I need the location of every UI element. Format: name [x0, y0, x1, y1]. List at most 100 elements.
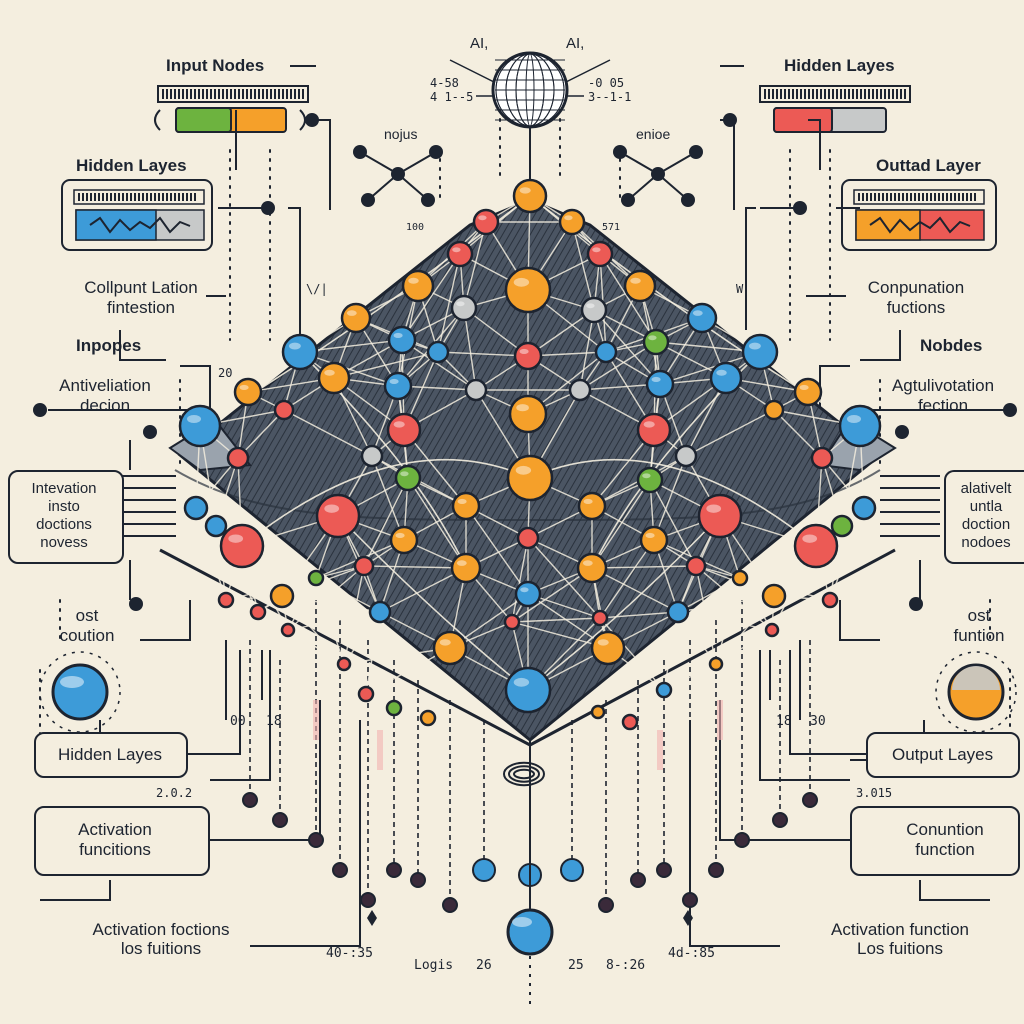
barcode-tick — [90, 193, 92, 201]
globe-line-left — [449, 59, 495, 83]
barcode-tick — [206, 89, 208, 99]
antiveliation-label: Antiveliation decion — [59, 376, 151, 415]
network-node — [307, 569, 325, 587]
network-node — [273, 399, 295, 421]
node-highlight — [389, 378, 399, 385]
network-curve-edge — [527, 515, 721, 691]
connector-line — [250, 720, 361, 947]
conuntion-box — [850, 806, 1020, 876]
dangling-node — [386, 862, 402, 878]
dangling-node — [802, 792, 818, 808]
network-edge — [225, 577, 317, 601]
network-edge — [591, 567, 679, 613]
network-edge — [599, 611, 679, 619]
network-edge — [773, 409, 823, 459]
barcode-tick — [958, 193, 960, 201]
molecule-icon-left — [353, 145, 443, 207]
input-nodes-label: Input Nodes — [166, 56, 265, 75]
dangling-node — [560, 858, 584, 882]
barcode-tick — [278, 89, 280, 99]
network-edge — [821, 457, 843, 527]
barcode-tick — [174, 89, 176, 99]
barcode-tick — [906, 193, 908, 201]
network-edge — [677, 611, 773, 631]
network-edge — [281, 595, 345, 665]
dangling-node — [360, 892, 376, 908]
network-node — [709, 361, 743, 395]
network-edge — [829, 507, 865, 601]
network-edge — [599, 539, 655, 619]
barcode-tick — [926, 193, 928, 201]
node-highlight — [716, 369, 727, 376]
network-edge — [333, 351, 439, 379]
collpunt-label: Collpunt Lation fintestion — [84, 278, 198, 317]
network-node — [741, 333, 779, 371]
barcode-tick — [954, 193, 956, 201]
network-edge — [343, 565, 365, 665]
right-sphere-orbit — [935, 651, 1017, 733]
node-highlight — [706, 504, 722, 513]
barcode-tick — [852, 89, 854, 99]
node-highlight — [582, 560, 593, 566]
network-node — [183, 495, 209, 521]
network-node — [636, 412, 672, 448]
connector-line — [808, 119, 821, 170]
barcode-tick — [170, 89, 172, 99]
barcode-tick — [812, 89, 814, 99]
activation-foctions-label: Activation foctions los fuitions — [92, 920, 230, 958]
barcode-tick — [298, 89, 300, 99]
connector-endpoint — [909, 597, 923, 611]
network-node — [838, 404, 882, 448]
num-right-18: 18 — [776, 714, 792, 729]
num-right-30: 30 — [810, 714, 826, 729]
network-node — [763, 399, 785, 421]
network-node — [636, 466, 664, 494]
network-edge — [685, 409, 775, 457]
num-left-00: 00 — [230, 714, 246, 729]
network-edge — [281, 595, 381, 613]
molecule-atom — [651, 167, 665, 181]
num-bottom-40: 40-:35 — [326, 946, 373, 961]
molecule-atom — [681, 193, 695, 207]
hidden-layes-bottom-box — [34, 732, 188, 778]
barcode-tick — [886, 193, 888, 201]
num-bottom-826: 8-:26 — [606, 958, 646, 973]
network-node — [503, 613, 521, 631]
network-node — [450, 552, 482, 584]
barcode-tick — [816, 89, 818, 99]
barcode-tick — [800, 89, 802, 99]
num-left-18: 18 — [266, 714, 282, 729]
mesh-inner-curve — [174, 469, 881, 521]
network-node — [590, 704, 606, 720]
diamond-marker — [367, 910, 377, 926]
barcode-tick — [266, 89, 268, 99]
connector-line — [40, 880, 111, 901]
drip-accent — [377, 730, 383, 770]
left-waveform — [89, 216, 191, 234]
barcode-tick — [170, 193, 172, 201]
barcode-tick — [214, 89, 216, 99]
node-highlight — [478, 215, 487, 221]
network-node — [226, 446, 250, 470]
network-edge — [663, 611, 679, 691]
connector-endpoint — [895, 425, 909, 439]
network-node — [580, 296, 608, 324]
barcode-tick — [768, 89, 770, 99]
barcode-tick — [194, 89, 196, 99]
barcode-tick — [110, 193, 112, 201]
molecule-bond — [397, 151, 437, 175]
inpopes-label: Inpopes — [76, 336, 142, 355]
network-edge — [599, 253, 657, 343]
connector-endpoint — [305, 113, 319, 127]
barcode-tick — [824, 89, 826, 99]
network-edge — [599, 617, 665, 691]
connector-line — [759, 650, 850, 781]
barcode-tick — [142, 193, 144, 201]
barcode-tick — [118, 193, 120, 201]
network-curve-edge — [337, 515, 529, 691]
node-highlight — [239, 384, 249, 391]
connector-line — [140, 600, 191, 641]
network-node — [793, 377, 823, 407]
network-node — [353, 555, 375, 577]
agtulivotation-label: Agtulivotation fection — [891, 376, 995, 415]
